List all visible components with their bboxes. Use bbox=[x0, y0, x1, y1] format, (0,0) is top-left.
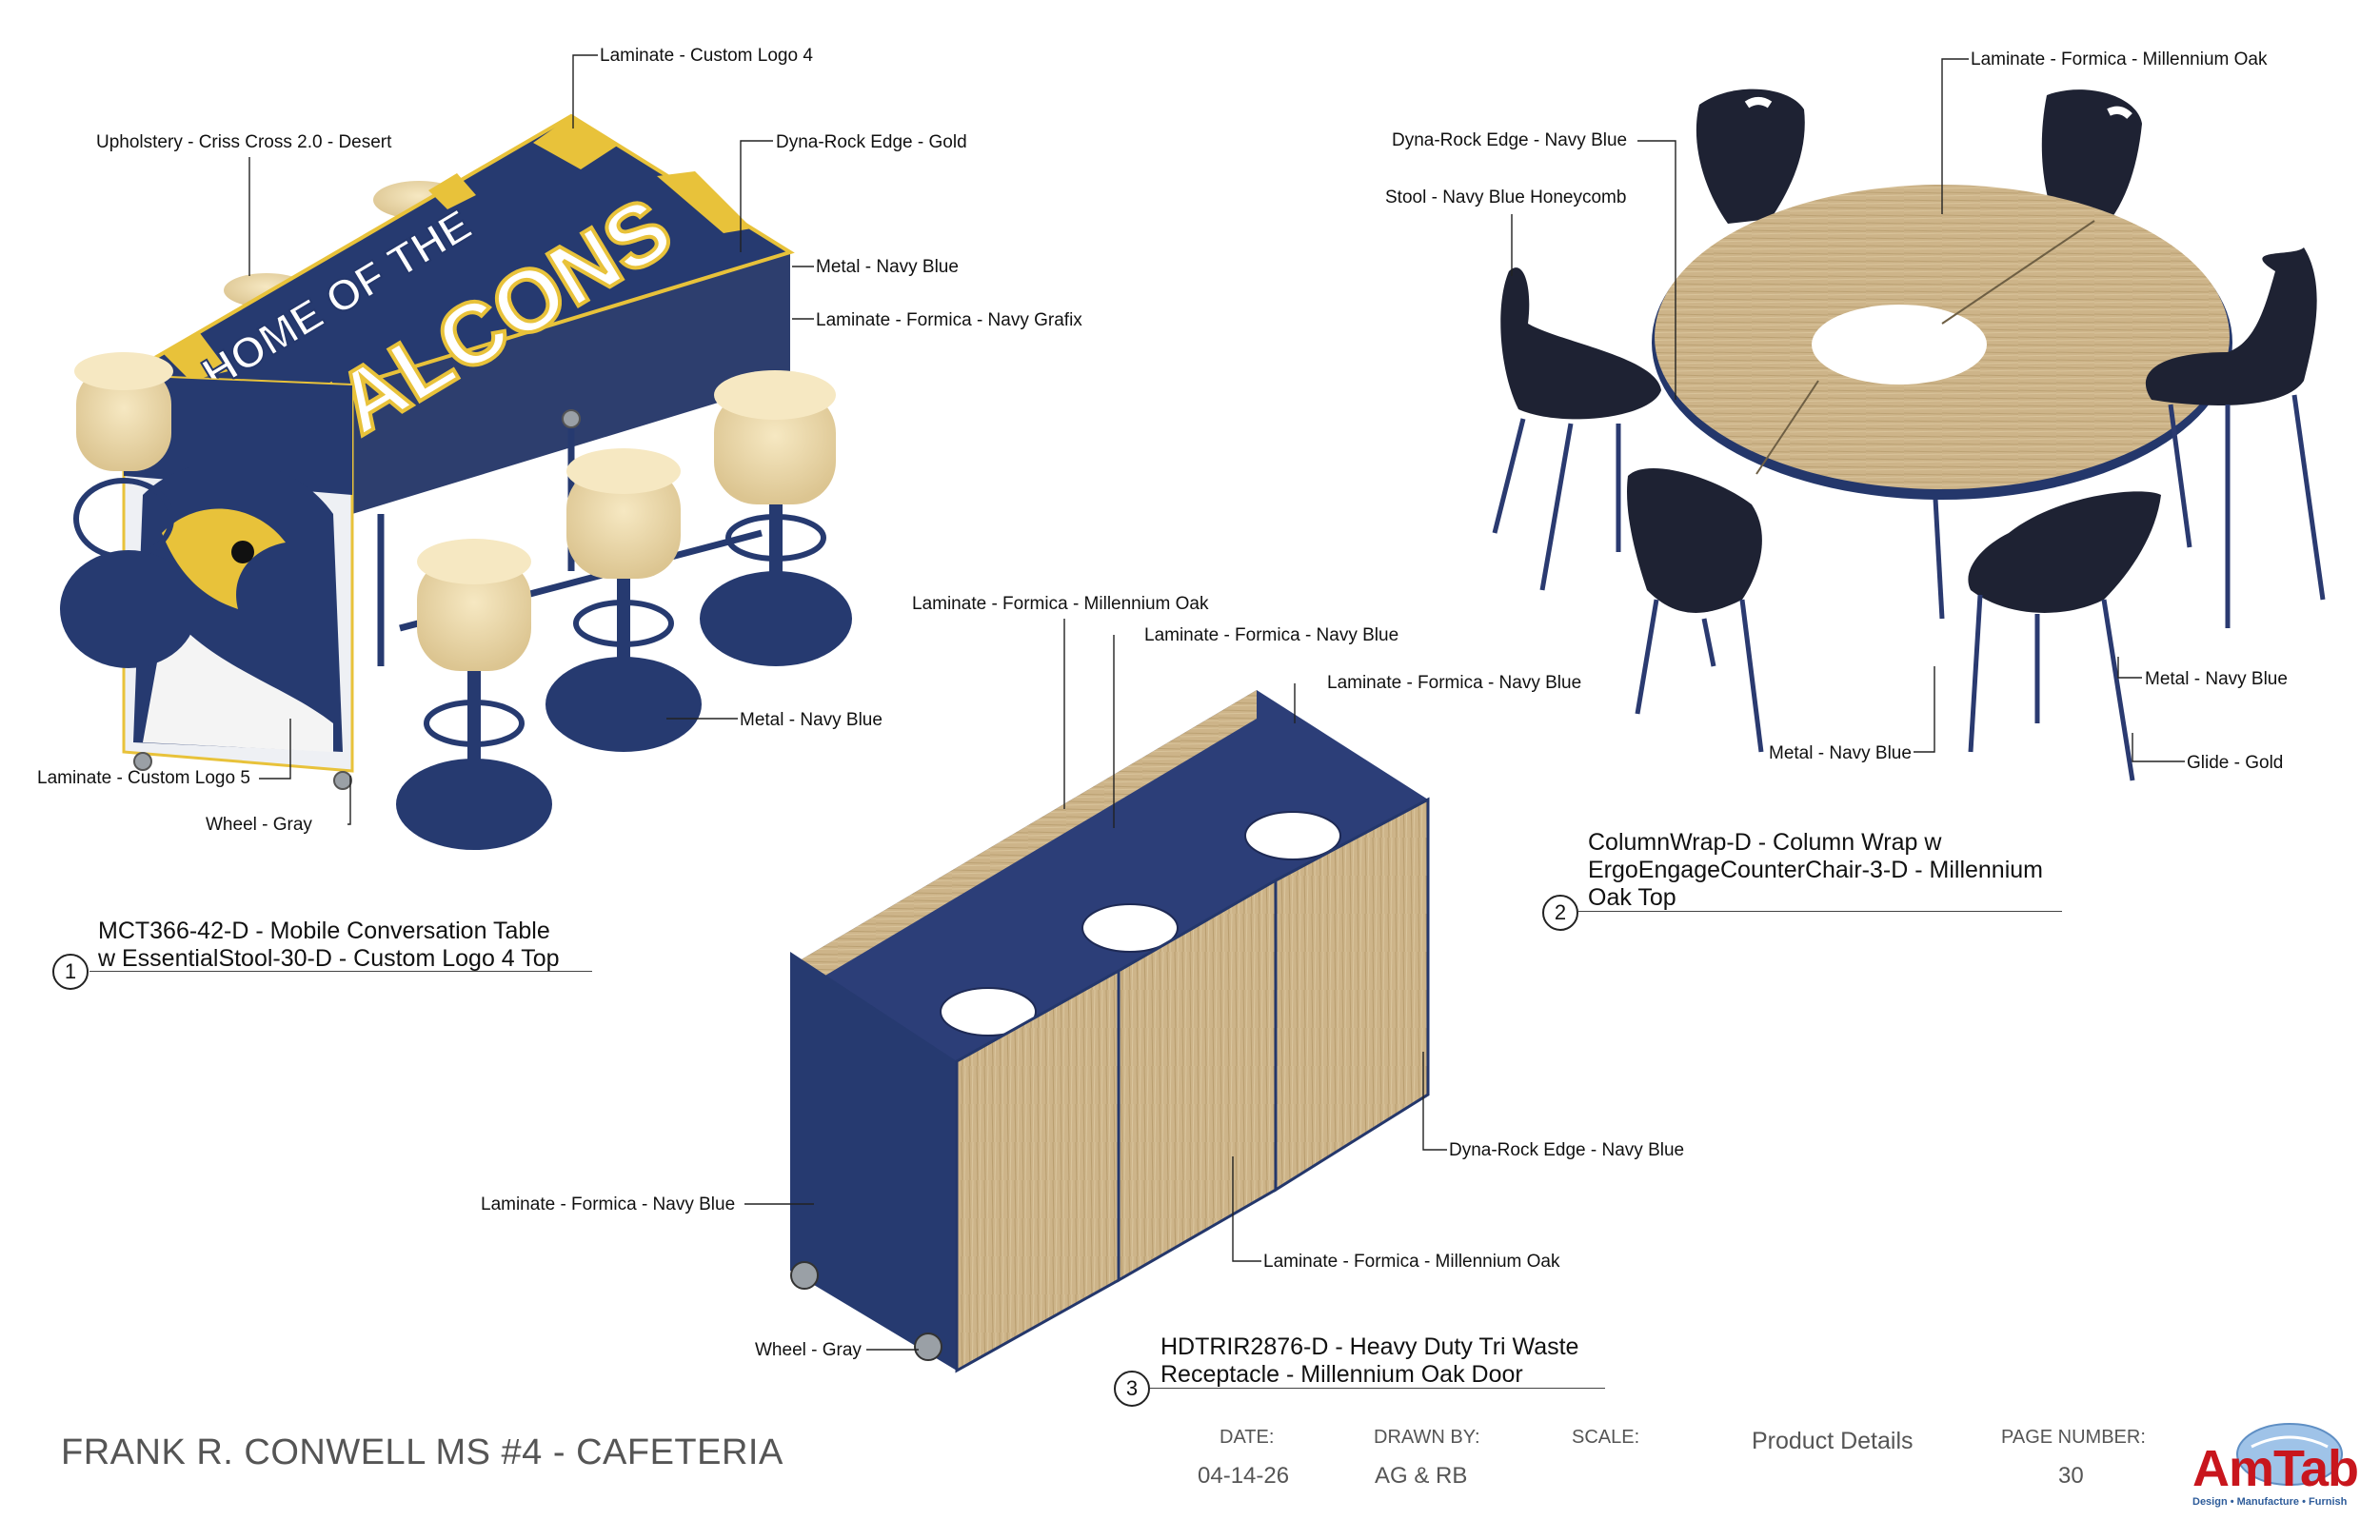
callout-laminate-navy-3c: Laminate - Formica - Navy Blue bbox=[481, 1194, 736, 1214]
item-3-line1: HDTRIR2876-D - Heavy Duty Tri Waste bbox=[1160, 1333, 1579, 1360]
drawn-by-label: DRAWN BY: bbox=[1374, 1427, 1480, 1448]
stools-front bbox=[60, 352, 852, 850]
drawn-by-value: AG & RB bbox=[1375, 1463, 1468, 1489]
callout-laminate-oak-3a: Laminate - Formica - Millennium Oak bbox=[912, 594, 1209, 614]
scale-label: SCALE: bbox=[1572, 1427, 1640, 1448]
leader-lines bbox=[248, 54, 2185, 1351]
callout-dyna-rock-gold: Dyna-Rock Edge - Gold bbox=[776, 132, 967, 152]
callout-laminate-navy-3b: Laminate - Formica - Navy Blue bbox=[1327, 673, 1582, 693]
item-2-line2: ErgoEngageCounterChair-3-D - Millennium bbox=[1588, 857, 2043, 883]
item-3-line2: Receptacle - Millennium Oak Door bbox=[1160, 1361, 1523, 1388]
column-wrap-drawing bbox=[1492, 89, 2326, 781]
callout-custom-logo-5: Laminate - Custom Logo 5 bbox=[37, 768, 250, 788]
callout-dyna-rock-navy-2: Dyna-Rock Edge - Navy Blue bbox=[1392, 130, 1628, 150]
item-3-underline bbox=[1150, 1388, 1605, 1389]
item-3-caption: HDTRIR2876-D - Heavy Duty Tri Waste Rece… bbox=[1160, 1333, 1578, 1389]
item-2-underline bbox=[1578, 911, 2062, 912]
callout-laminate-navy-3a: Laminate - Formica - Navy Blue bbox=[1144, 625, 1399, 645]
callout-upholstery: Upholstery - Criss Cross 2.0 - Desert bbox=[96, 132, 392, 152]
waste-receptacle-drawing bbox=[790, 690, 1430, 1373]
item-number-2: 2 bbox=[1542, 895, 1578, 931]
item-2-caption: ColumnWrap-D - Column Wrap w ErgoEngageC… bbox=[1588, 829, 2043, 912]
item-1-line1: MCT366-42-D - Mobile Conversation Table bbox=[98, 918, 550, 944]
chair-front-right bbox=[1968, 491, 2161, 781]
callout-custom-logo-4: Laminate - Custom Logo 4 bbox=[600, 46, 813, 66]
callout-glide-gold: Glide - Gold bbox=[2187, 753, 2284, 773]
chair-back-right bbox=[2041, 89, 2142, 234]
callout-metal-navy-4: Metal - Navy Blue bbox=[1769, 743, 1912, 763]
chair-left bbox=[1492, 267, 1661, 591]
callout-metal-navy-1: Metal - Navy Blue bbox=[816, 257, 959, 277]
logo-tagline: Design • Manufacture • Furnish bbox=[2192, 1496, 2348, 1508]
callout-wheel-gray-1: Wheel - Gray bbox=[206, 815, 312, 835]
logo-wordmark: AmTab bbox=[2192, 1440, 2359, 1497]
item-1-caption: MCT366-42-D - Mobile Conversation Table … bbox=[98, 918, 560, 973]
item-number-1: 1 bbox=[52, 954, 89, 990]
globe-icon bbox=[2236, 1423, 2343, 1486]
page-number-value: 30 bbox=[2058, 1463, 2084, 1489]
callout-stool-navy: Stool - Navy Blue Honeycomb bbox=[1385, 188, 1627, 207]
callout-laminate-oak-3b: Laminate - Formica - Millennium Oak bbox=[1263, 1252, 1560, 1272]
chair-right bbox=[2145, 247, 2326, 628]
date-value: 04-14-26 bbox=[1198, 1463, 1290, 1489]
date-label: DATE: bbox=[1220, 1427, 1275, 1448]
chair-front-left bbox=[1627, 467, 1764, 753]
item-1-line2: w EssentialStool-30-D - Custom Logo 4 To… bbox=[98, 945, 560, 972]
conversation-table-drawing: HOME OF THE FALCONS bbox=[60, 113, 852, 850]
page-number-label: PAGE NUMBER: bbox=[2001, 1427, 2146, 1448]
item-2-line3: Oak Top bbox=[1588, 884, 1676, 911]
callout-wheel-gray-3: Wheel - Gray bbox=[755, 1340, 862, 1360]
callout-dyna-rock-navy-3: Dyna-Rock Edge - Navy Blue bbox=[1449, 1140, 1685, 1160]
item-number-3: 3 bbox=[1114, 1371, 1150, 1407]
item-1-underline bbox=[89, 971, 592, 972]
callout-laminate-navy-grafix: Laminate - Formica - Navy Grafix bbox=[816, 310, 1082, 330]
chair-back-left bbox=[1696, 89, 1805, 225]
sheet-name: Product Details bbox=[1752, 1428, 1914, 1454]
item-2-line1: ColumnWrap-D - Column Wrap w bbox=[1588, 829, 1942, 856]
amtab-logo: AmTab Design • Manufacture • Furnish bbox=[2185, 1418, 2359, 1513]
falcon-head-graphic bbox=[133, 461, 343, 752]
callout-laminate-oak-top: Laminate - Formica - Millennium Oak bbox=[1971, 49, 2268, 69]
callout-metal-navy-2: Metal - Navy Blue bbox=[740, 710, 883, 730]
sheet-title: FRANK R. CONWELL MS #4 - CAFETERIA bbox=[61, 1432, 783, 1472]
callout-metal-navy-3: Metal - Navy Blue bbox=[2145, 669, 2288, 689]
